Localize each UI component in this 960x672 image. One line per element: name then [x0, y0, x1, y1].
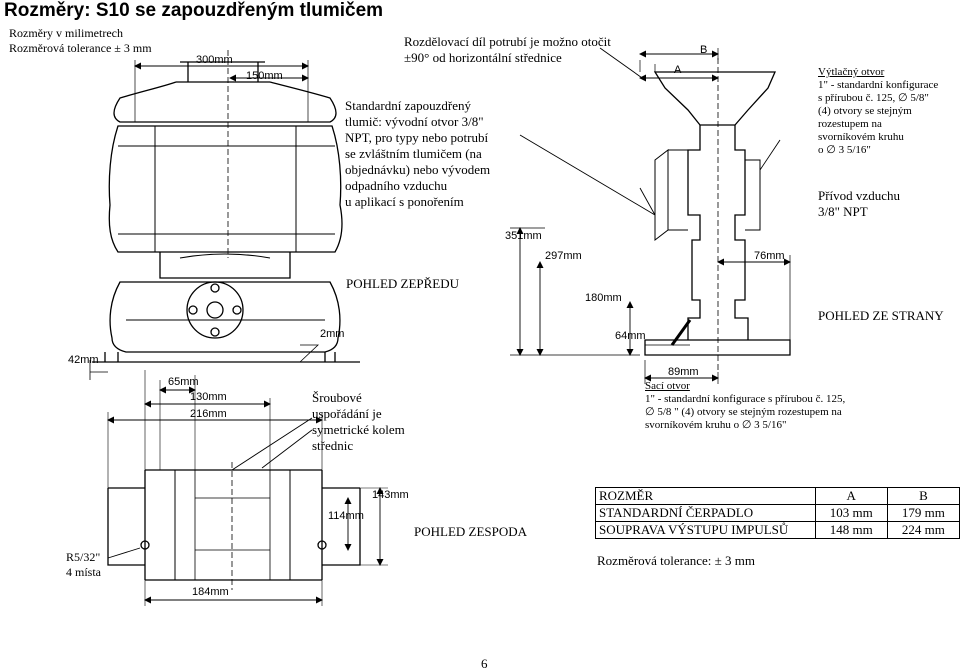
intro-notes: Rozměry v milimetrech Rozměrová toleranc… [9, 26, 152, 56]
discharge-note-line: s přírubou č. 125, ∅ 5/8" [818, 92, 929, 104]
muffler-note-line: objednávku) nebo vývodem [345, 162, 491, 177]
table-cell: 179 mm [886, 504, 960, 522]
discharge-note-line: o ∅ 3 5/16" [818, 144, 871, 156]
muffler-note-line: NPT, pro typy nebo potrubí [345, 130, 489, 145]
bolt-pattern-note-line: symetrické kolem [312, 422, 405, 437]
dim-a: A [674, 64, 682, 76]
dim-216: 216mm [190, 408, 227, 420]
table-header-cell: A [814, 487, 888, 505]
distributor-note-line: Rozdělovací díl potrubí je možno otočit [404, 34, 611, 49]
dim-42: 42mm [68, 354, 99, 366]
dimensions-table: ROZMĚR A B STANDARDNÍ ČERPADLO 103 mm 17… [595, 487, 960, 539]
air-inlet-note-line: 3/8" NPT [818, 204, 868, 219]
dim-130: 130mm [190, 391, 227, 403]
suction-note-line: ∅ 5/8 " (4) otvory se stejným rozestupem… [645, 406, 842, 418]
radius-note: R5/32" 4 místa [66, 550, 101, 580]
air-inlet-note: Přívod vzduchu 3/8" NPT [818, 188, 900, 220]
intro-tolerance: Rozměrová tolerance ± 3 mm [9, 41, 152, 55]
distributor-note: Rozdělovací díl potrubí je možno otočit … [404, 34, 611, 66]
muffler-note-line: Standardní zapouzdřený [345, 98, 471, 113]
muffler-note-line: se zvláštním tlumičem (na [345, 146, 482, 161]
dim-180: 180mm [585, 292, 622, 304]
table-cell: 224 mm [886, 521, 960, 539]
muffler-note: Standardní zapouzdřený tlumič: vývodní o… [345, 98, 490, 210]
table-header-cell: B [886, 487, 960, 505]
table-cell: SOUPRAVA VÝSTUPU IMPULSŮ [595, 521, 816, 539]
muffler-note-line: u aplikací s ponořením [345, 194, 464, 209]
intro-units: Rozměry v milimetrech [9, 26, 123, 40]
dim-114: 114mm [328, 510, 364, 522]
dim-351: 351mm [505, 230, 542, 242]
bolt-pattern-note: Šroubové uspořádání je symetrické kolem … [312, 390, 405, 454]
discharge-note: Výtlačný otvor 1" - standardní konfigura… [818, 66, 938, 157]
table-row: SOUPRAVA VÝSTUPU IMPULSŮ 148 mm 224 mm [595, 521, 960, 539]
suction-note: Sací otvor 1" - standardní konfigurace s… [645, 380, 845, 432]
page-number: 6 [481, 656, 488, 671]
dim-184: 184mm [192, 586, 229, 598]
distributor-note-line: ±90° od horizontální střednice [404, 50, 562, 65]
dim-150: 150mm [246, 70, 283, 82]
dim-64: 64mm [615, 330, 646, 342]
bolt-pattern-note-line: Šroubové [312, 390, 362, 405]
bolt-pattern-note-line: střednic [312, 438, 354, 453]
radius-note-line: R5/32" [66, 550, 101, 564]
view-label-front: POHLED ZEPŘEDU [346, 276, 460, 291]
bolt-pattern-note-line: uspořádání je [312, 406, 382, 421]
table-cell: 148 mm [814, 521, 888, 539]
table-row: STANDARDNÍ ČERPADLO 103 mm 179 mm [595, 504, 960, 522]
table-cell: STANDARDNÍ ČERPADLO [595, 504, 816, 522]
side-view-drawing [510, 48, 791, 384]
front-view-drawing [92, 50, 360, 362]
discharge-note-line: rozestupem na [818, 118, 882, 130]
tolerance-note: Rozměrová tolerance: ± 3 mm [597, 553, 756, 568]
dim-300: 300mm [196, 54, 233, 66]
muffler-note-line: odpadního vzduchu [345, 178, 448, 193]
bottom-view-drawing [90, 360, 388, 606]
table-header-row: ROZMĚR A B [595, 487, 960, 505]
dim-2: 2mm [320, 328, 345, 340]
radius-note-line: 4 místa [66, 565, 101, 579]
discharge-note-line: 1" - standardní konfigurace [818, 79, 939, 91]
muffler-note-line: tlumič: vývodní otvor 3/8" [345, 114, 484, 129]
table-cell: 103 mm [814, 504, 888, 522]
discharge-note-line: (4) otvory se stejným [818, 105, 912, 117]
dim-76: 76mm [754, 250, 785, 262]
discharge-note-line: Výtlačný otvor [818, 66, 885, 78]
dim-b: B [700, 44, 708, 56]
suction-note-line: svorníkovém kruhu o ∅ 3 5/16" [645, 419, 787, 431]
dim-89: 89mm [668, 366, 699, 378]
view-label-bottom: POHLED ZESPODA [414, 524, 528, 539]
dim-297: 297mm [545, 250, 582, 262]
air-inlet-note-line: Přívod vzduchu [818, 188, 900, 203]
dim-65: 65mm [168, 376, 199, 388]
dim-143: 143mm [372, 489, 409, 501]
discharge-note-line: svorníkovém kruhu [818, 131, 904, 143]
page-title: Rozměry: S10 se zapouzdřeným tlumičem [4, 0, 384, 21]
table-header-cell: ROZMĚR [595, 487, 816, 505]
view-label-side: POHLED ZE STRANY [818, 308, 944, 323]
suction-note-line: 1" - standardní konfigurace s přírubou č… [645, 393, 846, 405]
suction-note-line: Sací otvor [645, 380, 690, 392]
